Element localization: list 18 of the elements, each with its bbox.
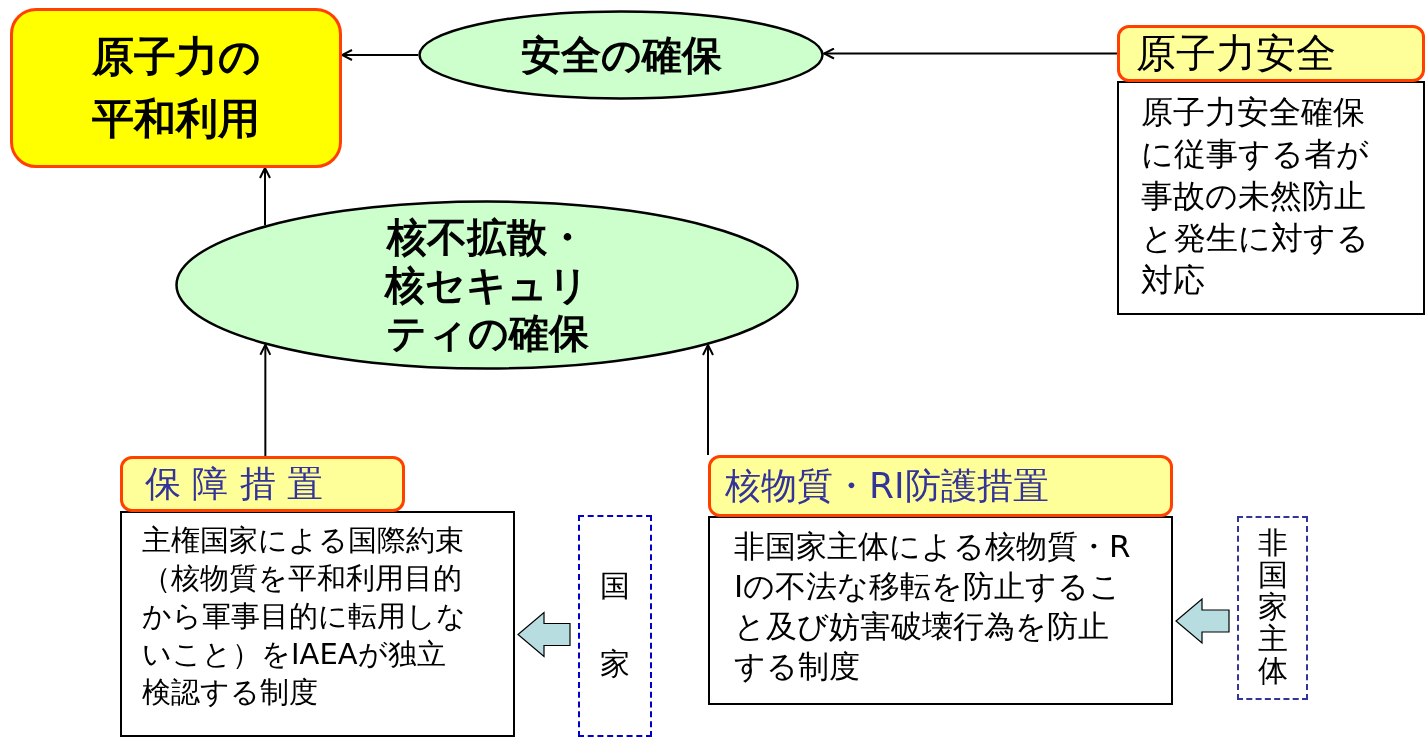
heading-tab: 原子力安全 [1117, 25, 1425, 82]
description-box: 原子力安全確保に従事する者が事故の未然防止と発生に対する対応 [1117, 81, 1425, 315]
block-arrow [517, 611, 571, 658]
arrow [341, 49, 419, 61]
description-box: 主権国家による国際約束（核物質を平和利用目的から軍事目的に転用しないこと）をIAEAが独立検認する制度 [120, 511, 515, 737]
arrow [702, 344, 714, 456]
block-arrow [1175, 597, 1230, 645]
arrow [259, 167, 271, 227]
heading-tab: 保 障 措 置 [120, 456, 405, 512]
goal-box: 原子力の平和利用 [10, 8, 342, 168]
arrow [823, 47, 1118, 60]
oval-label: 核不拡散・核セキュリティの確保 [383, 213, 590, 357]
oval-label: 安全の確保 [519, 31, 723, 79]
actor-box: 国家 [578, 515, 652, 737]
description-box: 非国家主体による核物質・RIの不法な移転を防止すること及び妨害破壊行為を防止する制度 [708, 516, 1173, 705]
heading-tab: 核物質・RI防護措置 [708, 455, 1173, 517]
actor-box: 非国家主体 [1237, 516, 1308, 700]
arrow [259, 343, 272, 457]
